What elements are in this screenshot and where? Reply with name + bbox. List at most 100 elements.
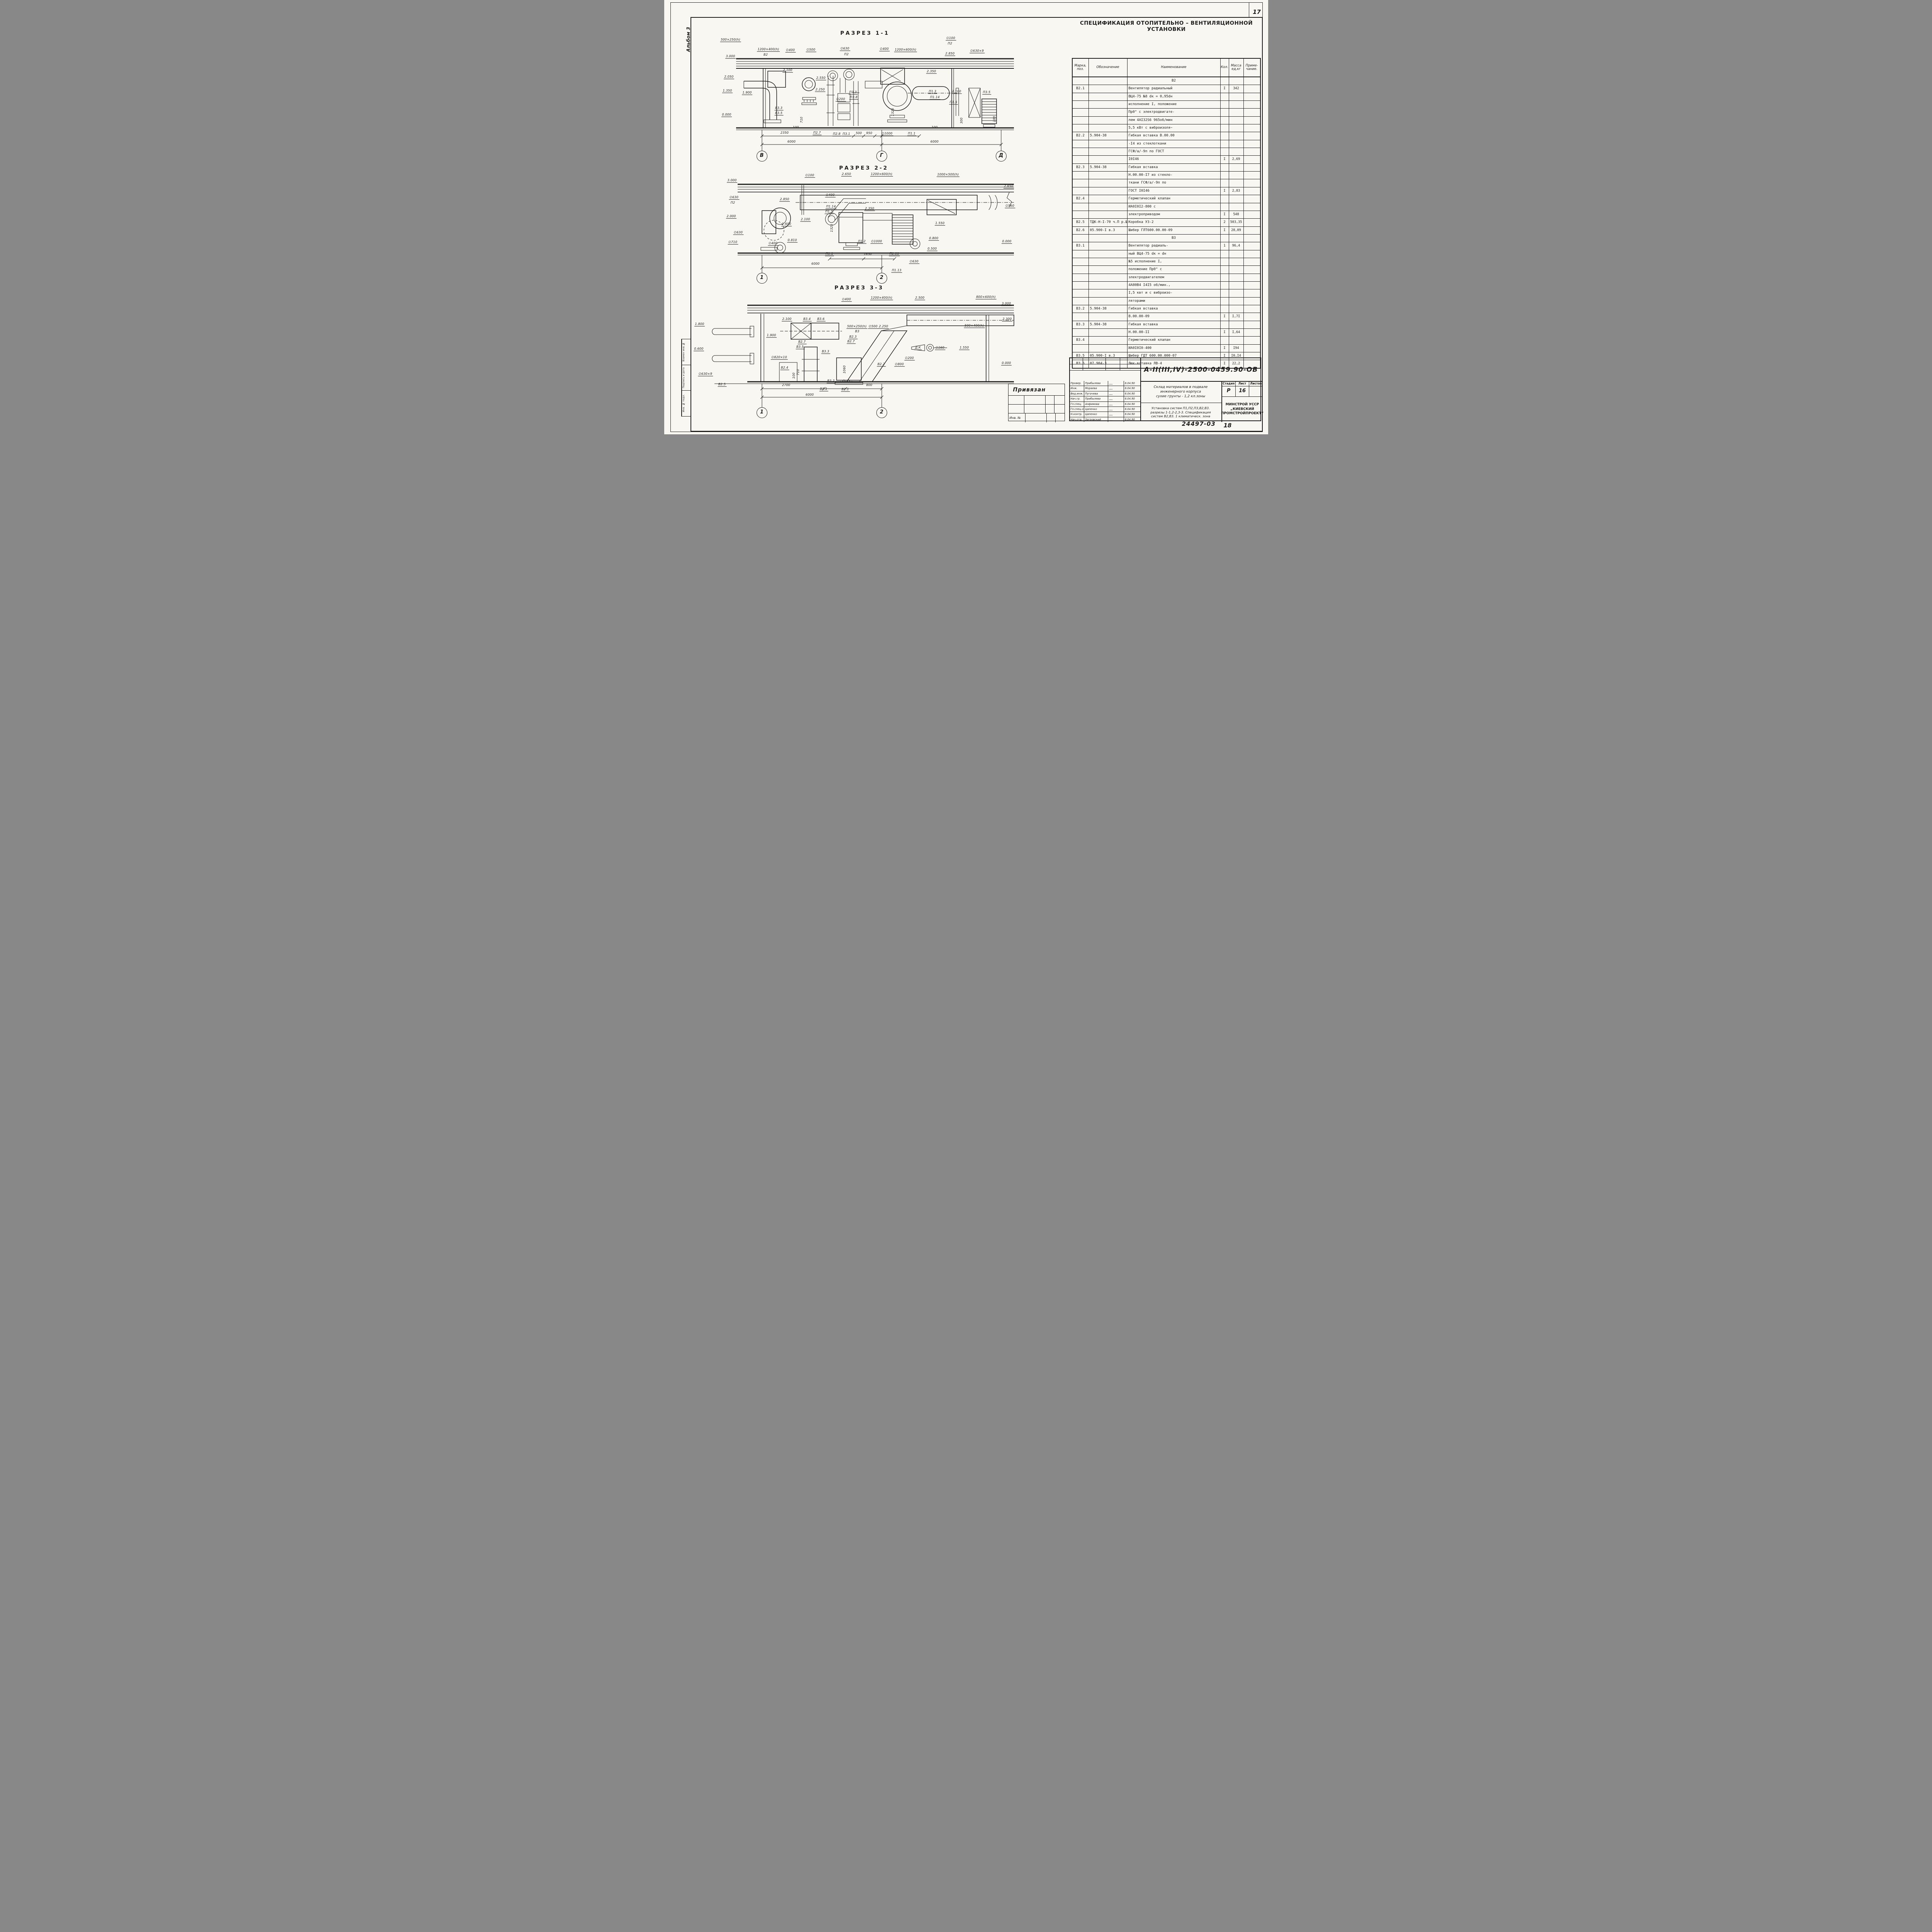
table-cell: 4А80В4 I4I5 об/мин.,	[1128, 281, 1221, 289]
table-cell: Герметический клапан	[1128, 337, 1221, 344]
staff-date: 6.04.90	[1124, 402, 1135, 406]
table-cell: ляторами	[1128, 297, 1221, 305]
col-header-mark: Марка, поз.	[1073, 59, 1089, 77]
table-cell	[1073, 101, 1089, 109]
staff-name: Мораева	[1084, 386, 1109, 391]
table-cell: -I4 из стеклоткани	[1128, 140, 1221, 148]
table-cell	[1229, 274, 1244, 281]
table-cell: электроприводом	[1128, 211, 1221, 219]
dim-label: П1.14	[929, 95, 940, 100]
project-title: Склад материалов в подвале инженерного к…	[1140, 381, 1221, 403]
table-cell	[1229, 250, 1244, 258]
dim-label: В3	[855, 329, 859, 333]
dim-label: В3.1	[819, 387, 828, 392]
table-cell	[1073, 297, 1089, 305]
dim-label: В2.4	[780, 366, 789, 371]
table-cell	[1221, 163, 1229, 172]
table-cell: Пр0° с электродвигате-	[1128, 109, 1221, 116]
stamp-grid-row	[1008, 405, 1065, 413]
dim-label: П1.14	[825, 205, 837, 209]
dim-label: 2.650	[841, 172, 852, 177]
dim-label: 1650	[863, 252, 872, 256]
table-cell	[1089, 281, 1128, 289]
table-cell	[1073, 116, 1089, 124]
spec-table-header: Марка, поз. Обозначение Наименование Кол…	[1072, 59, 1260, 77]
table-cell: 05.900-I в.3	[1089, 352, 1128, 360]
table-cell: В3.1	[1073, 242, 1089, 250]
document-footer-number: 24497-03	[1182, 420, 1216, 427]
table-cell	[1244, 345, 1260, 352]
table-cell	[1073, 344, 1089, 352]
table-cell	[1221, 77, 1229, 85]
dim-label: 710	[796, 369, 800, 375]
dim-label: 0.810	[787, 238, 798, 243]
staff-date: 6.04.90	[1124, 387, 1135, 390]
staff-date: 6.04.90	[1124, 392, 1135, 395]
table-cell: В2.1	[1073, 85, 1089, 93]
table-cell	[1229, 101, 1244, 109]
staff-sig: ﹏	[1108, 401, 1124, 406]
table-cell	[1073, 172, 1089, 179]
table-cell	[1089, 109, 1128, 116]
table-cell: 2	[1221, 219, 1229, 226]
dim-label: П1.2	[857, 240, 867, 244]
table-cell	[1229, 77, 1244, 85]
table-cell	[1221, 93, 1229, 101]
table-cell	[1073, 281, 1089, 289]
staff-name: Цапенко	[1084, 406, 1109, 412]
dim-label: П2.7	[812, 131, 822, 136]
table-cell	[1089, 313, 1128, 321]
dim-label: 1.550	[959, 346, 970, 350]
dim-label: 2.650	[1003, 184, 1014, 189]
table-cell: Шибер ГЛТ600.00.00-09	[1128, 226, 1221, 234]
table-cell	[1229, 148, 1244, 156]
axis-bubble-2: 2	[876, 273, 887, 284]
table-cell	[1073, 289, 1089, 297]
dim-label: ∅710	[727, 240, 738, 245]
stamp-grid-row	[1008, 396, 1065, 405]
dim-label: 800	[866, 383, 872, 387]
dim-label: П3.5	[982, 90, 992, 95]
table-cell	[1221, 116, 1229, 124]
dim-label: В3.6	[816, 317, 826, 322]
table-cell	[1229, 116, 1244, 124]
table-cell	[1221, 203, 1229, 211]
table-cell: I	[1221, 352, 1229, 360]
table-cell	[1229, 258, 1244, 266]
table-cell	[1089, 329, 1128, 337]
dim-label: ∅630×9	[697, 372, 713, 377]
table-cell: I	[1221, 85, 1229, 93]
dim-label: ∅100	[804, 173, 815, 178]
dim-label: 0.000	[1001, 240, 1012, 244]
table-cell	[1244, 337, 1260, 344]
table-cell: 2,69	[1229, 156, 1244, 163]
dim-label: 2.250	[878, 325, 889, 329]
dim-label: 1.350	[722, 89, 733, 94]
table-cell	[1073, 203, 1089, 211]
table-cell	[1244, 203, 1260, 211]
table-cell	[1073, 140, 1089, 148]
table-cell	[1244, 101, 1260, 108]
table-cell: исполнение I, положение	[1128, 101, 1221, 109]
dim-label: 300	[959, 117, 963, 124]
page-number: 17	[1253, 9, 1261, 15]
table-cell	[1229, 93, 1244, 101]
table-cell	[1089, 266, 1128, 274]
table-cell: В3	[1128, 234, 1221, 242]
dim-label: 3.000	[1001, 302, 1012, 306]
table-cell	[1221, 109, 1229, 116]
dim-label: ∅560	[1004, 204, 1015, 209]
dim-label: В2.1	[840, 388, 850, 392]
table-row: ляторами	[1072, 297, 1260, 305]
table-cell: I,64	[1229, 329, 1244, 337]
table-cell: 2,83	[1229, 187, 1244, 195]
staff-date: 6.04.90	[1124, 418, 1135, 421]
table-cell	[1244, 211, 1260, 218]
dim-label: 0.000	[721, 113, 732, 117]
